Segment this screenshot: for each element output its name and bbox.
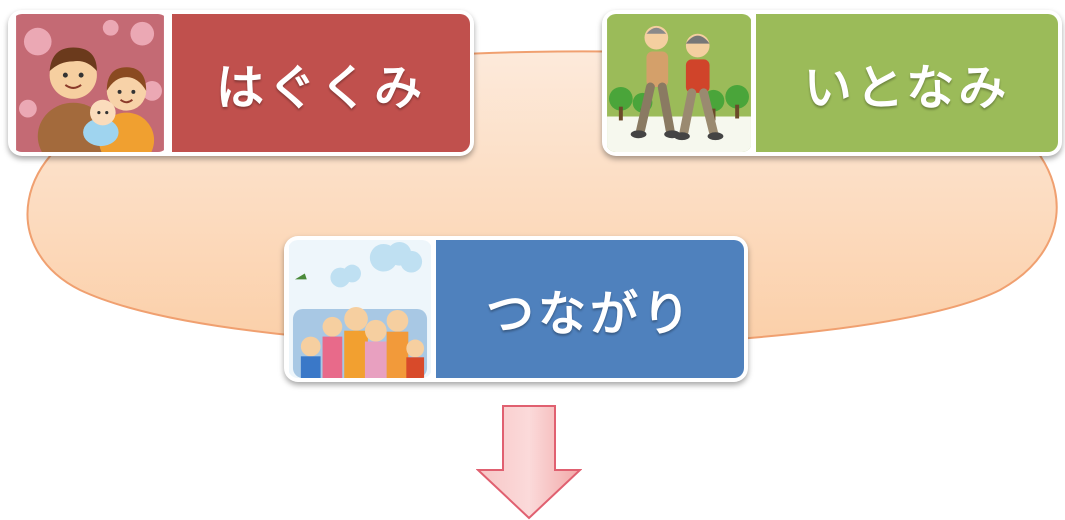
down-arrow-icon: [476, 405, 582, 520]
multigenerational-family-picture: [288, 240, 432, 378]
group-family-illustration: [289, 240, 431, 378]
label-tsunagari: つながり: [436, 240, 744, 378]
family-illustration: [16, 14, 164, 152]
walking-couple-illustration: [607, 14, 751, 152]
label-hagukumi: はぐくみ: [172, 14, 470, 152]
elderly-couple-walking-picture: [606, 14, 752, 152]
card-itonami: いとなみ: [602, 10, 1062, 156]
card-tsunagari: つながり: [284, 236, 748, 382]
family-with-baby-picture: [12, 14, 168, 152]
card-hagukumi: はぐくみ: [8, 10, 474, 156]
label-itonami: いとなみ: [756, 14, 1058, 152]
